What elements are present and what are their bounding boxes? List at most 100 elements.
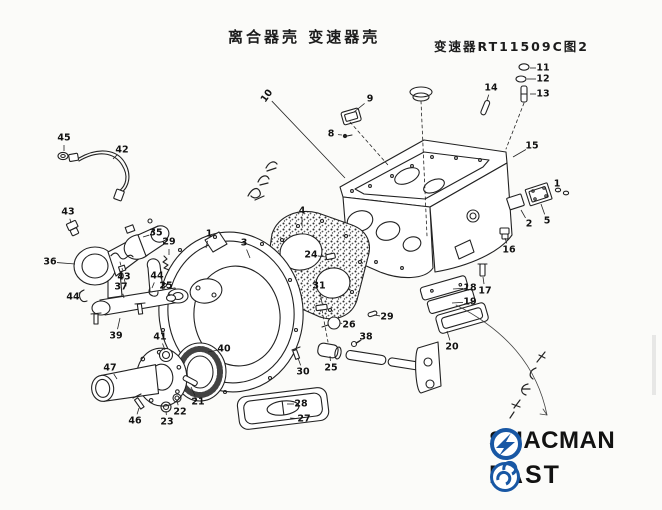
leader-line-47	[113, 373, 118, 380]
annotation-arrow-head	[539, 408, 548, 416]
leader-line-24	[317, 255, 327, 258]
cylinder-assembly	[73, 218, 170, 286]
callout-35: 35	[149, 228, 162, 239]
callout-4: 4	[299, 206, 306, 217]
leader-line-17	[482, 276, 485, 285]
page-title: 离合器壳 变速器壳	[228, 28, 381, 46]
callout-43: 43	[61, 207, 74, 218]
leader-line-22	[176, 400, 179, 406]
callout-40: 40	[217, 344, 231, 355]
scan-edge-shadow	[652, 335, 656, 395]
leader-line-15	[512, 149, 527, 158]
leader-line-39	[117, 317, 121, 330]
leader-line-5	[540, 203, 546, 215]
leader-line-38	[356, 340, 361, 344]
leader-line-3	[246, 249, 251, 259]
callout-41: 41	[153, 332, 166, 343]
callout-31: 31	[312, 281, 325, 292]
callout-30: 30	[296, 367, 310, 378]
leader-line-2	[520, 209, 526, 219]
callout-22: 22	[173, 407, 186, 418]
pto-cover-plate	[236, 387, 330, 430]
leader-line-1	[205, 240, 208, 249]
leader-line-35	[142, 234, 150, 238]
callout-36: 36	[43, 257, 57, 268]
callout-19: 19	[463, 297, 476, 308]
callout-45: 45	[57, 133, 70, 144]
callout-16: 16	[502, 245, 516, 256]
leader-line-18	[452, 288, 464, 290]
callout-25: 25	[324, 363, 337, 374]
leader-line-44	[78, 289, 85, 294]
callout-14: 14	[484, 83, 498, 94]
breather-cap	[409, 86, 433, 237]
leader-line-9	[353, 103, 365, 113]
leader-line-16	[504, 237, 508, 244]
leader-line-19	[451, 301, 464, 304]
callout-38: 38	[359, 332, 373, 343]
callout-29: 29	[380, 312, 393, 323]
callout-15: 15	[525, 141, 538, 152]
callout-26: 26	[342, 320, 356, 331]
leader-line-42	[112, 154, 118, 160]
callout-43: 43	[117, 272, 130, 283]
input-flange-tube	[91, 347, 198, 413]
callout-layer: 1123458910111213141516171819202122232425…	[43, 63, 560, 428]
callout-23: 23	[160, 417, 173, 428]
figure-title: 变速器RT11509C图2	[434, 39, 589, 54]
leader-line-44	[151, 282, 155, 289]
springs-and-clips	[78, 252, 177, 303]
callout-2: 2	[526, 219, 533, 230]
callout-8: 8	[328, 129, 335, 140]
leader-line-37	[122, 293, 125, 299]
shacman-logo-icon	[490, 428, 522, 460]
shift-shaft	[291, 252, 442, 394]
callout-29: 29	[162, 237, 175, 248]
callout-13: 13	[536, 89, 549, 100]
leader-line-30	[297, 357, 302, 366]
annotation-arrow-line	[455, 304, 548, 416]
leader-line-41	[162, 343, 166, 351]
callout-20: 20	[445, 342, 459, 353]
callout-12: 12	[536, 74, 549, 85]
callout-9: 9	[367, 94, 374, 105]
callout-21: 21	[191, 397, 204, 408]
side-plates	[506, 182, 553, 211]
leader-line-43	[69, 218, 72, 224]
hose-assembly	[57, 150, 130, 237]
leader-line-25	[168, 292, 171, 297]
fast-brand: FAST	[489, 461, 561, 492]
callout-42: 42	[115, 145, 128, 156]
pto-side-cover-stack	[419, 275, 489, 334]
callout-3: 3	[241, 238, 248, 249]
callout-37: 37	[114, 282, 127, 293]
callout-17: 17	[478, 286, 491, 297]
callout-39: 39	[109, 331, 122, 342]
handwritten-note-left	[247, 161, 278, 201]
callout-27: 27	[297, 414, 310, 425]
callout-46: 46	[128, 416, 142, 427]
leader-line-27	[289, 417, 298, 419]
transmission-housing	[339, 139, 513, 279]
callout-11: 11	[536, 63, 549, 74]
shacman-brand: SHACMAN	[489, 427, 615, 460]
leader-line-36	[56, 262, 76, 265]
leader-line-20	[446, 330, 451, 341]
callout-1: 1	[206, 229, 213, 240]
fast-logo-icon	[490, 461, 520, 492]
callout-24: 24	[304, 250, 318, 261]
callout-44: 44	[66, 292, 80, 303]
callout-44: 44	[150, 271, 164, 282]
callout-5: 5	[544, 216, 551, 227]
handwritten-note-right	[509, 351, 546, 419]
leader-line-46	[136, 407, 140, 415]
leader-line-10	[271, 100, 346, 179]
callout-1: 1	[554, 179, 561, 190]
plug-and-bolt	[477, 227, 510, 277]
callout-25: 25	[159, 281, 172, 292]
leader-line-21	[190, 386, 196, 396]
callout-28: 28	[294, 399, 308, 410]
callout-47: 47	[103, 363, 116, 374]
